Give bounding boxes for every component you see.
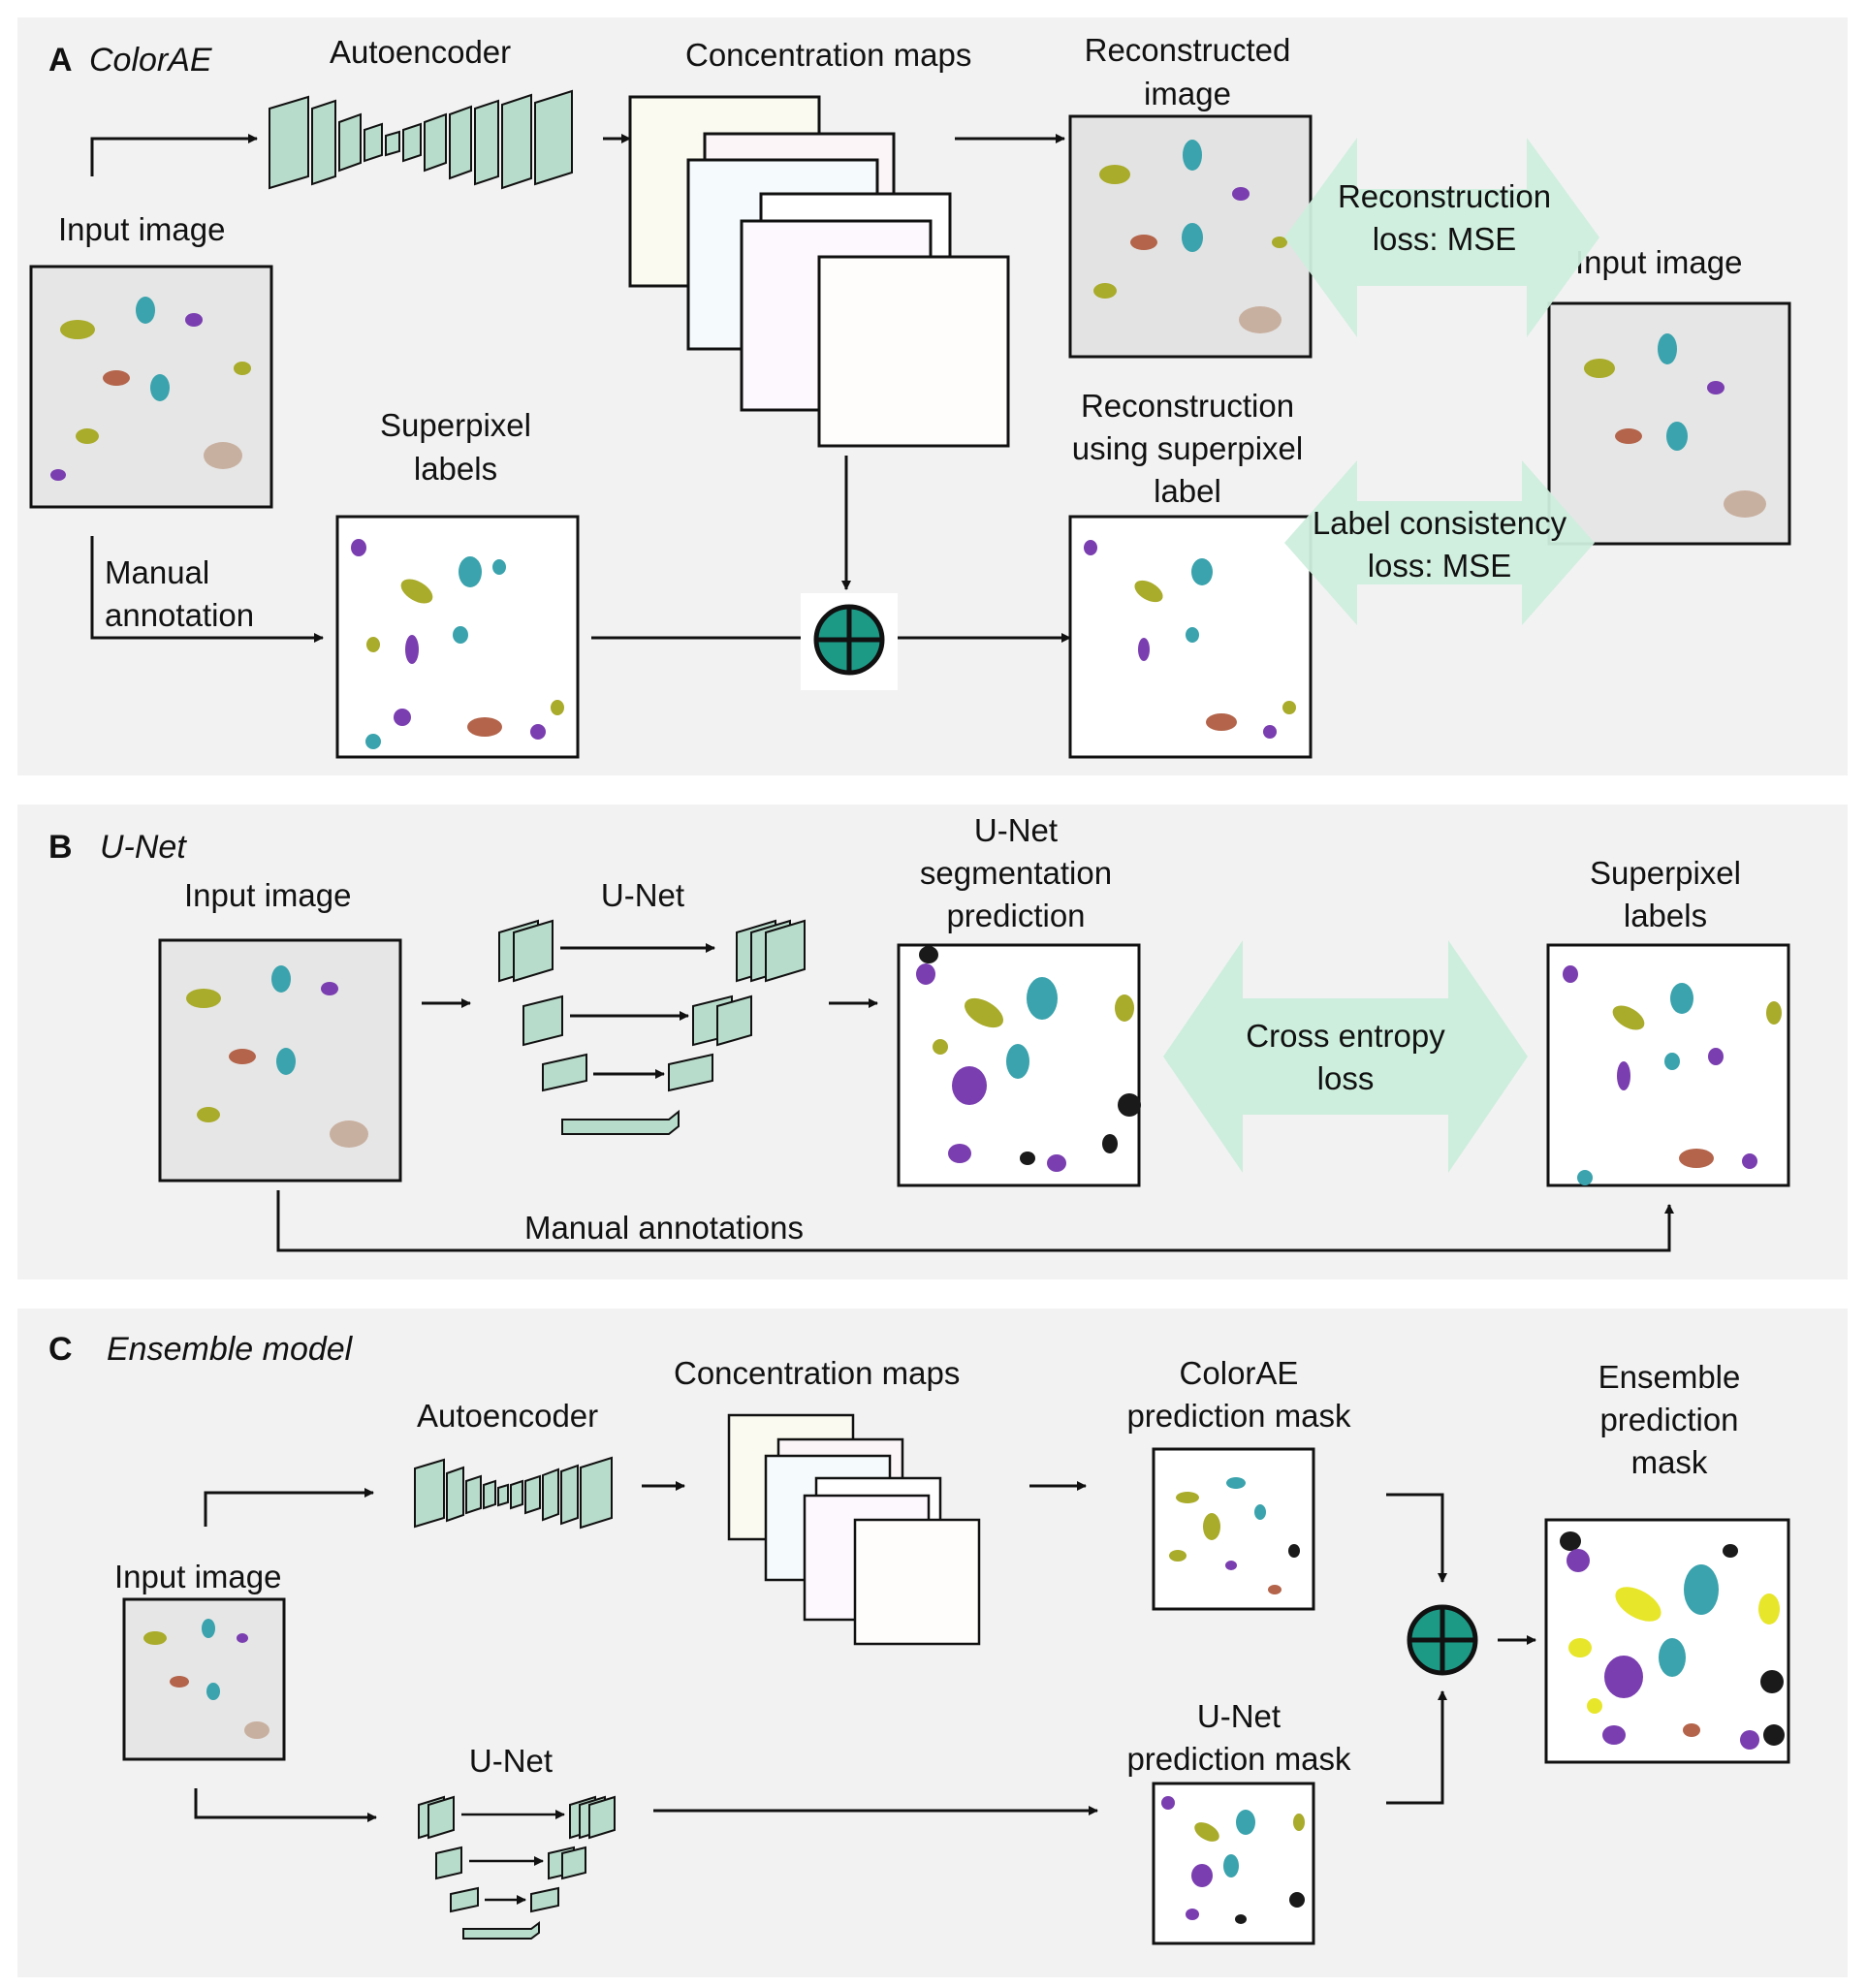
c-ensemble-mask-label-1: Ensemble xyxy=(1598,1359,1741,1395)
a-recon-sp-blobs xyxy=(1084,540,1296,739)
c-colorae-mask-blobs xyxy=(1169,1477,1300,1594)
a-plus-operator-icon xyxy=(813,604,885,676)
c-ensemble-mask-blobs xyxy=(1560,1531,1785,1750)
c-concentration-maps-stack xyxy=(727,1413,981,1646)
a-recon-sp-label-3: label xyxy=(1154,473,1221,509)
a-manual-label-1: Manual xyxy=(105,554,209,590)
c-plus-operator-icon xyxy=(1407,1604,1478,1676)
panel-c-letter: C xyxy=(48,1331,73,1368)
c-unet-icon xyxy=(418,1795,616,1940)
a-input-image-blobs xyxy=(50,297,251,481)
panel-a-letter: A xyxy=(48,42,73,79)
b-unet-icon xyxy=(498,919,806,1135)
a-concentration-maps-stack xyxy=(628,95,1010,448)
a-recon-loss-label-1: Reconstruction xyxy=(1338,178,1551,214)
c-autoencoder-label: Autoencoder xyxy=(417,1398,598,1434)
c-colorae-mask-label-1: ColorAE xyxy=(1180,1355,1299,1391)
c-colorae-mask-box xyxy=(1152,1447,1315,1611)
b-unet-label: U-Net xyxy=(601,877,684,913)
a-label-consistency-arrow xyxy=(1284,460,1595,625)
b-seg-pred-label-2: segmentation xyxy=(920,855,1112,891)
panel-b-title: U-Net xyxy=(100,829,187,866)
b-cross-entropy-arrow xyxy=(1163,940,1528,1173)
panel-a-title: ColorAE xyxy=(89,42,212,79)
c-unet-mask-blobs xyxy=(1161,1796,1305,1924)
a-reconstruction-loss-arrow xyxy=(1284,138,1599,337)
c-input-image-label: Input image xyxy=(114,1559,281,1594)
c-autoencoder-icon xyxy=(414,1456,613,1530)
a-superpixel-blobs xyxy=(351,539,564,749)
b-superpixel-label-2: labels xyxy=(1624,898,1707,933)
a-concentration-maps-label: Concentration maps xyxy=(685,37,971,73)
a-autoencoder-label: Autoencoder xyxy=(330,34,511,70)
b-arrow-manual-annotations xyxy=(276,1190,1674,1252)
a-reconstructed-label-2: image xyxy=(1144,76,1231,111)
c-arrow-input-to-ae xyxy=(204,1488,374,1527)
a-arrow-input-to-ae xyxy=(90,134,258,176)
c-unet-mask-label-1: U-Net xyxy=(1197,1698,1281,1734)
b-cross-entropy-label-2: loss xyxy=(1317,1060,1375,1096)
c-arrow-colorae-to-sum xyxy=(1386,1493,1447,1583)
c-colorae-mask-label-2: prediction mask xyxy=(1126,1398,1351,1434)
c-arrow-unet-to-sum xyxy=(1386,1690,1447,1805)
a-reconstructed-blobs xyxy=(1093,140,1287,333)
a-autoencoder-icon xyxy=(269,89,573,190)
a-recon-sp-label-2: using superpixel xyxy=(1072,430,1303,466)
c-unet-mask-label-2: prediction mask xyxy=(1126,1741,1351,1777)
a-reconstructed-label-1: Reconstructed xyxy=(1085,32,1291,68)
a-recon-loss-label-2: loss: MSE xyxy=(1373,221,1517,257)
a-label-loss-label-1: Label consistency xyxy=(1313,505,1567,541)
a-arrow-annotation xyxy=(90,536,324,643)
a-superpixel-label-2: labels xyxy=(414,451,497,487)
a-input-image-right-blobs xyxy=(1584,333,1766,518)
a-input-image-right-label: Input image xyxy=(1575,244,1742,280)
b-cross-entropy-label-1: Cross entropy xyxy=(1246,1018,1445,1054)
b-seg-pred-blobs xyxy=(916,946,1141,1172)
c-arrow-input-to-unet xyxy=(194,1788,377,1822)
b-superpixel-label-1: Superpixel xyxy=(1590,855,1741,891)
b-seg-pred-label-1: U-Net xyxy=(974,812,1058,848)
panel-c-title: Ensemble model xyxy=(107,1331,354,1368)
b-input-image-blobs xyxy=(186,965,368,1148)
a-label-loss-label-2: loss: MSE xyxy=(1368,548,1512,584)
a-recon-sp-label-1: Reconstruction xyxy=(1081,388,1294,424)
c-unet-label: U-Net xyxy=(469,1743,553,1779)
a-superpixel-label-1: Superpixel xyxy=(380,407,531,443)
b-seg-pred-label-3: prediction xyxy=(946,898,1085,933)
c-input-image-blobs xyxy=(143,1619,269,1739)
a-input-image-label: Input image xyxy=(58,211,225,247)
c-ensemble-mask-label-3: mask xyxy=(1631,1444,1708,1480)
c-concentration-maps-label: Concentration maps xyxy=(674,1355,960,1391)
b-manual-annotations-label: Manual annotations xyxy=(524,1210,804,1246)
c-ensemble-mask-label-2: prediction xyxy=(1599,1402,1738,1437)
b-input-image-label: Input image xyxy=(184,877,351,913)
b-superpixel-blobs xyxy=(1563,965,1782,1185)
a-manual-label-2: annotation xyxy=(105,597,254,633)
panel-b-letter: B xyxy=(48,829,73,866)
